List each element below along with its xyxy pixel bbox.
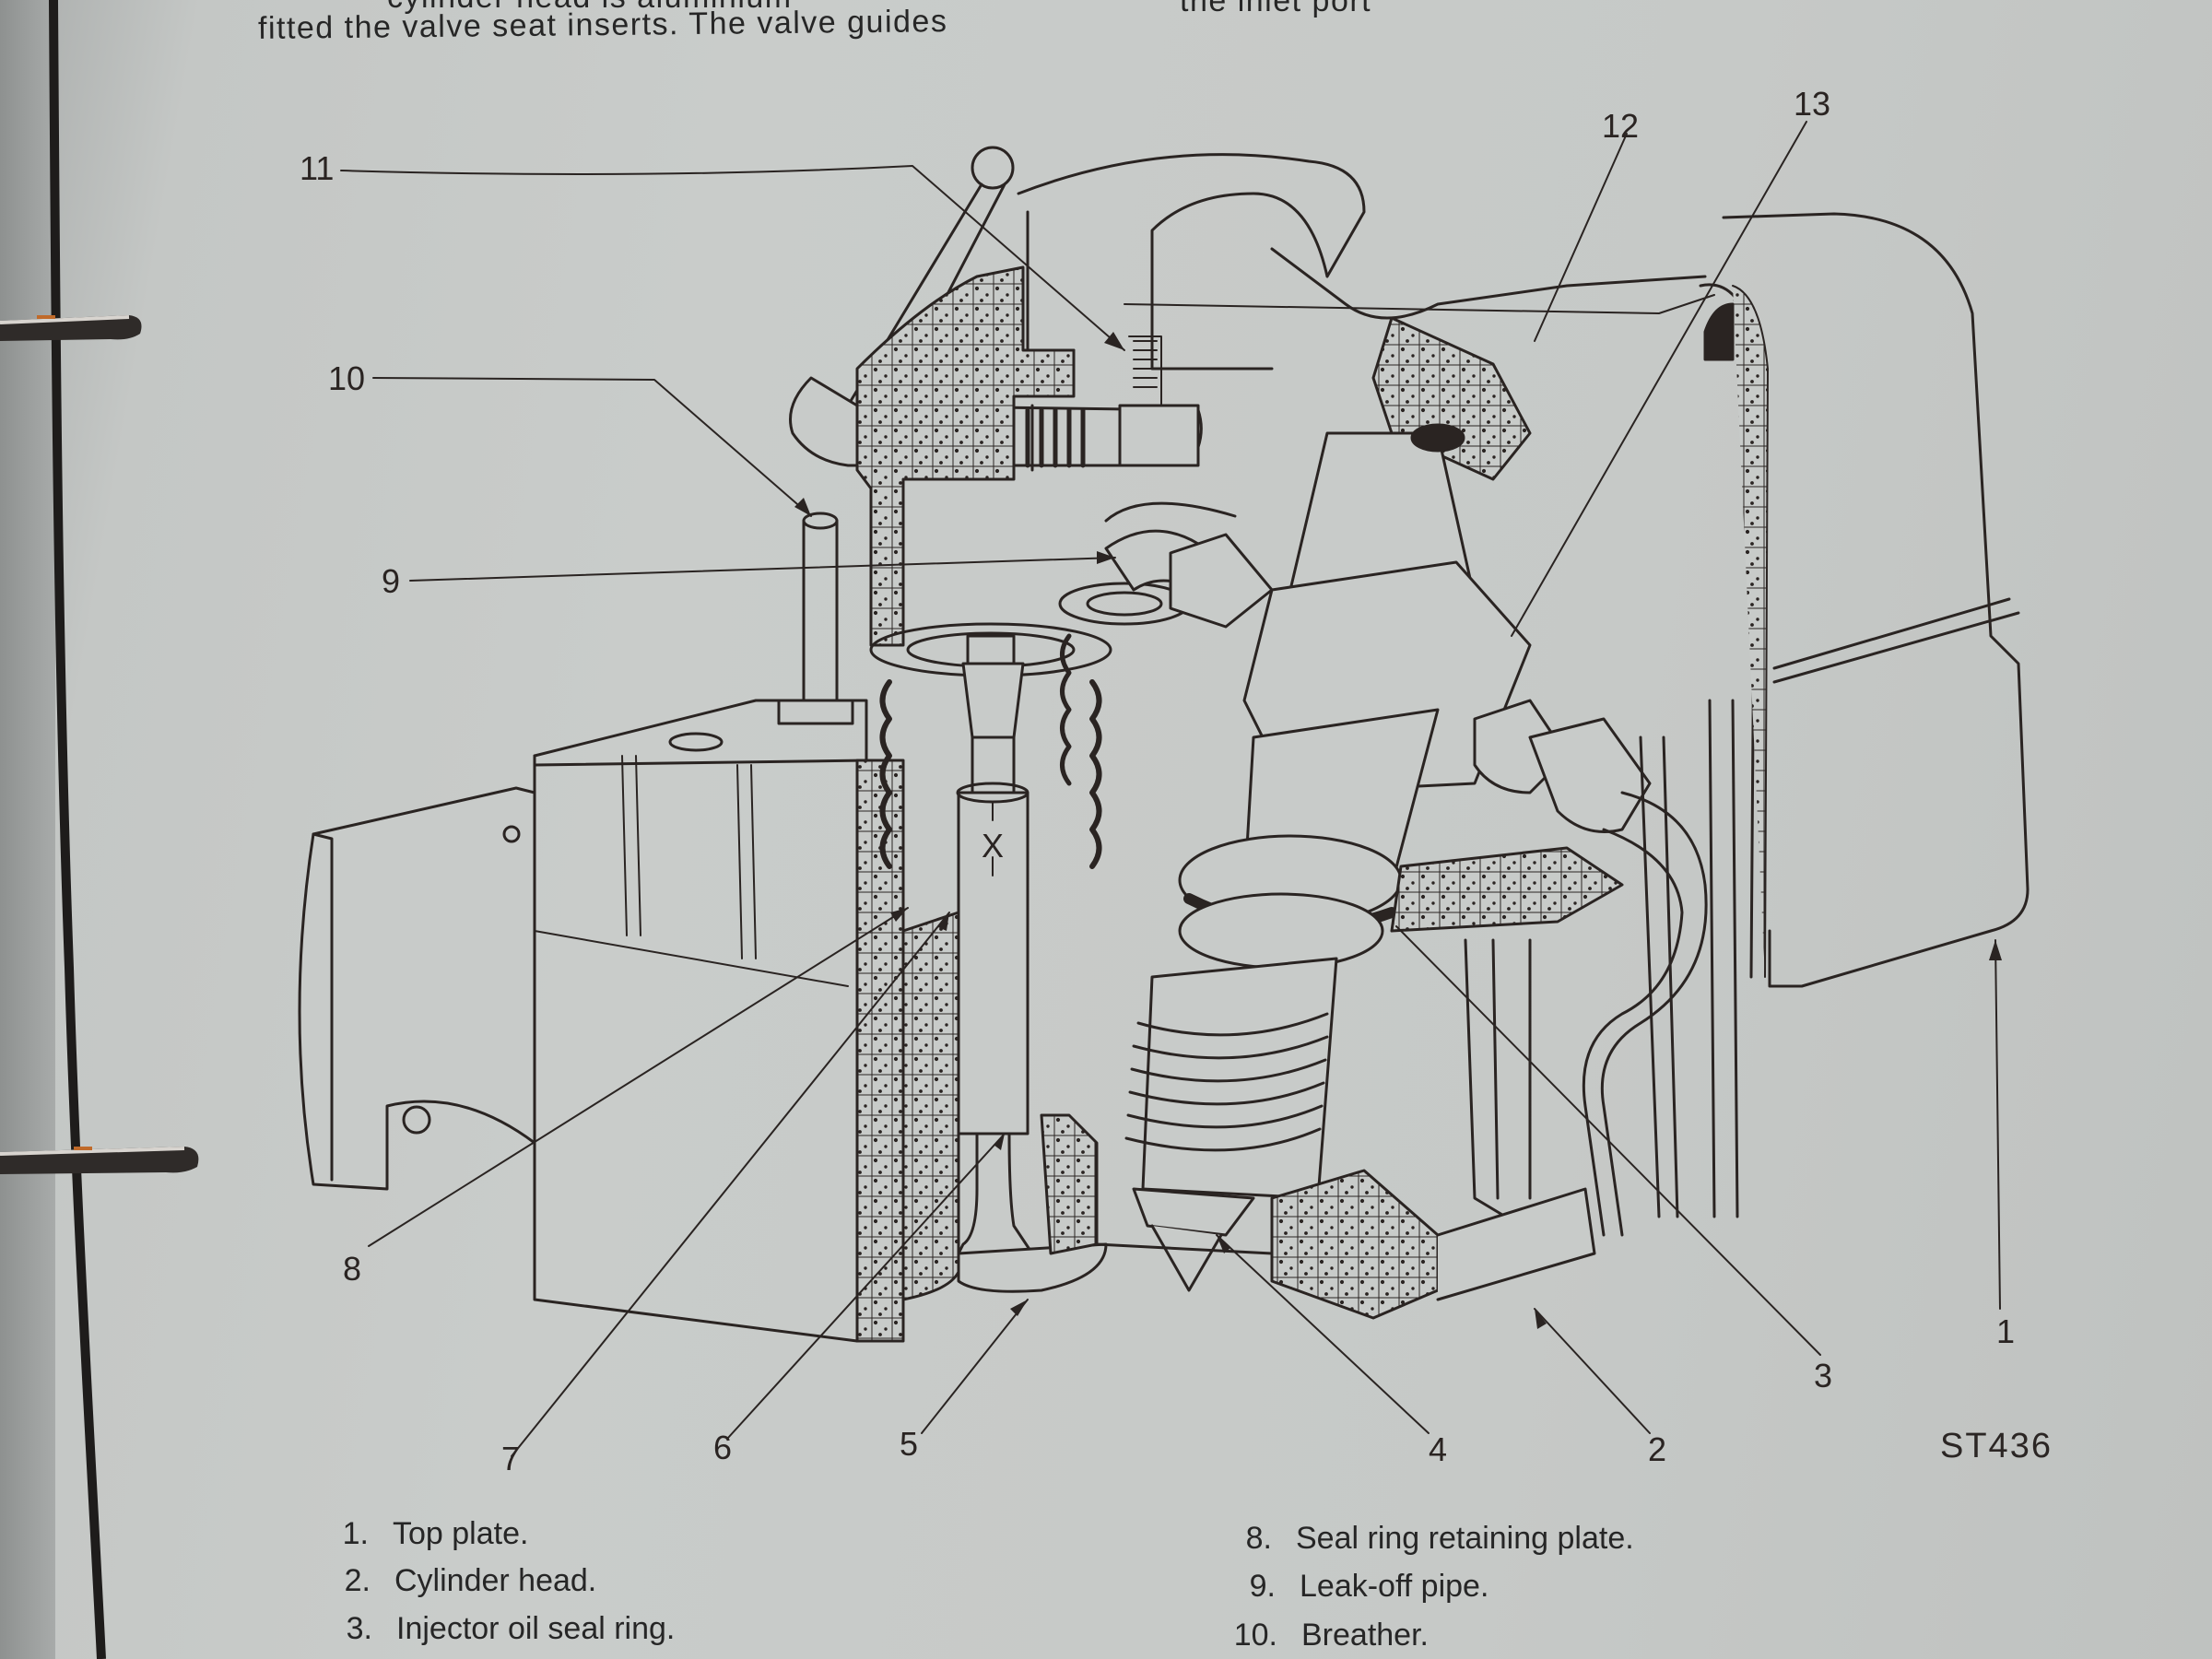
legend-text: Cylinder head.: [394, 1563, 597, 1598]
leader-arrowheads: [794, 332, 2002, 1329]
body-text-partial-line: cylinder head is aluminium: [387, 0, 793, 16]
breather-tube: [777, 512, 854, 725]
leader-4: [1216, 1234, 1430, 1434]
callout-5: 5: [900, 1425, 919, 1463]
callout-8: 8: [343, 1250, 362, 1288]
valve-spring: [869, 622, 1112, 869]
callout-13: 13: [1794, 85, 1831, 123]
top-plate: [1699, 212, 2030, 988]
legend-number: 2.: [344, 1563, 371, 1598]
leak-off-pipe: [1104, 501, 1274, 629]
legend-item: 9. Leak-off pipe.: [1202, 1569, 1489, 1605]
valve-seat: [957, 1242, 1108, 1293]
figure-reference: ST436: [1940, 1427, 2053, 1465]
legend-item: 8. Seal ring retaining plate.: [1198, 1521, 1634, 1557]
leader-13: [1511, 121, 1807, 637]
legend-number: 9.: [1249, 1569, 1276, 1604]
body-text-right-partial: the inlet port: [1180, 0, 1372, 18]
leader-8: [368, 907, 909, 1247]
head-section-wall: [901, 911, 960, 1301]
callout-7: 7: [501, 1440, 521, 1477]
page-gutter: [0, 0, 55, 1659]
legend-text: Leak-off pipe.: [1300, 1569, 1489, 1604]
callout-3: 3: [1814, 1357, 1833, 1394]
binder-ring-icon: [0, 315, 142, 341]
legend-text: Injector oil seal ring.: [396, 1611, 676, 1646]
legend-item: 2. Cylinder head.: [297, 1563, 597, 1599]
leader-3: [1395, 925, 1821, 1356]
leader-6: [727, 1133, 1006, 1439]
legend-number: 8.: [1245, 1521, 1272, 1556]
rocker-pedestal: [855, 265, 1076, 647]
leader-2: [1534, 1308, 1651, 1434]
leader-7: [511, 912, 950, 1457]
legend-number: 3.: [346, 1611, 372, 1646]
rocker-bracket: [1017, 153, 1715, 371]
leader-11: [340, 165, 1125, 351]
legend-number: 10.: [1233, 1618, 1277, 1653]
manifold-flange: [298, 786, 536, 1191]
legend-item: 3. Injector oil seal ring.: [299, 1611, 676, 1647]
legend-text: Breather.: [1301, 1618, 1429, 1653]
callout-4: 4: [1429, 1430, 1448, 1468]
callout-6: 6: [713, 1429, 733, 1466]
callout-10: 10: [328, 359, 366, 397]
leader-12: [1534, 133, 1628, 342]
valve-spring-rear: [1058, 582, 1191, 786]
leader-5: [921, 1299, 1029, 1434]
leader-lines: [340, 121, 2001, 1457]
legend-number: 1.: [342, 1516, 369, 1551]
head-section-centre: [1040, 1113, 1099, 1255]
valve-head: [957, 1132, 1034, 1260]
adjusting-spring: [1025, 407, 1086, 468]
leader-1: [1994, 939, 2001, 1310]
legend-item: 1. Top plate.: [295, 1516, 529, 1552]
callout-11: 11: [300, 149, 335, 187]
legend-text: Seal ring retaining plate.: [1296, 1521, 1634, 1556]
fuel-pipe: [1473, 699, 1739, 1237]
callout-1: 1: [1996, 1312, 2016, 1350]
injector: [1124, 316, 1532, 1292]
legend-text: Top plate.: [393, 1516, 529, 1551]
head-block-right: [1095, 846, 1624, 1320]
callout-12: 12: [1602, 107, 1640, 145]
callout-9: 9: [382, 562, 401, 600]
callout-2: 2: [1648, 1430, 1667, 1468]
leader-9: [409, 557, 1116, 582]
valve-stem: X: [956, 735, 1030, 1135]
leader-10: [372, 377, 812, 517]
cylinder-head-block: [533, 699, 905, 1343]
binder-ring-icon: [0, 1147, 199, 1174]
legend-item: 10. Breather.: [1204, 1618, 1429, 1653]
